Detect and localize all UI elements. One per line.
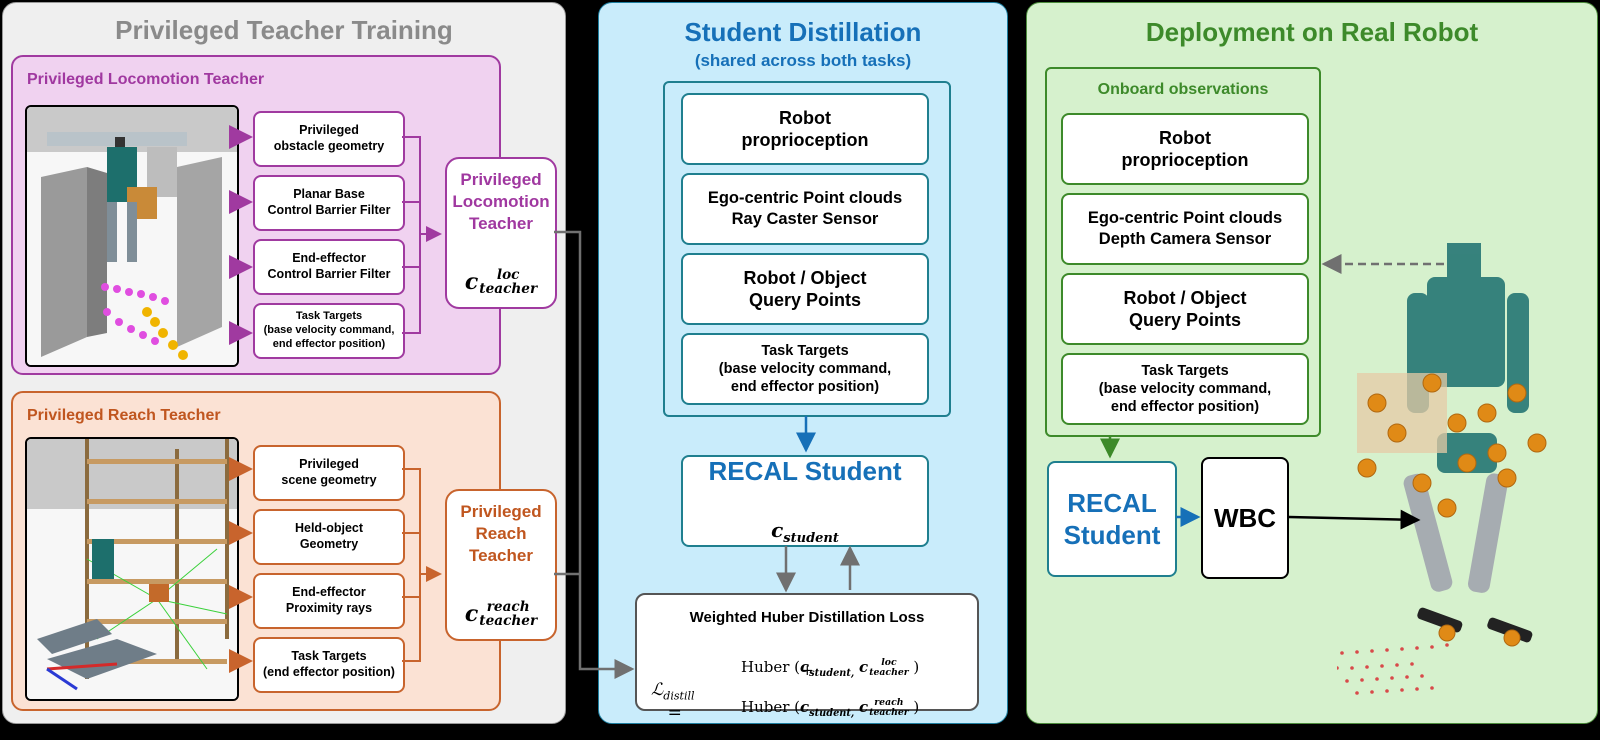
reach-input-scene-geometry: Privileged scene geometry [253, 445, 405, 501]
locomotion-teacher-label: Privileged Locomotion Teacher [452, 170, 550, 234]
recal-student-box: RECAL Student cstudent [681, 455, 929, 547]
onboard-observations-group: Onboard observations [1045, 67, 1321, 437]
locomotion-sim-image [25, 105, 239, 367]
real-robot-illustration [1337, 243, 1547, 695]
deploy-input-point-clouds: Ego-centric Point clouds Depth Camera Se… [1061, 193, 1309, 265]
wbc-box: WBC [1201, 457, 1289, 579]
student-distillation-panel: Student Distillation (shared across both… [598, 2, 1008, 724]
student-input-proprioception: Robot proprioception [681, 93, 929, 165]
teacher-panel-title: Privileged Teacher Training [115, 15, 453, 45]
recal-student-label: RECAL Student [708, 455, 902, 486]
reach-teacher-label: Privileged Reach Teacher [460, 502, 542, 566]
deploy-input-proprioception: Robot proprioception [1061, 113, 1309, 185]
student-panel-subtitle: (shared across both tasks) [694, 51, 912, 70]
reach-input-task-targets: Task Targets (end effector position) [253, 637, 405, 693]
student-symbol: cstudent [771, 518, 839, 547]
distillation-loss-box: Weighted Huber Distillation Loss ℒdistil… [635, 593, 979, 724]
onboard-observations-title: Onboard observations [1097, 81, 1269, 98]
student-input-point-clouds: Ego-centric Point clouds Ray Caster Sens… [681, 173, 929, 245]
reach-section-title: Privileged Reach Teacher [27, 407, 221, 424]
reach-input-held-object-geometry: Held-object Geometry [253, 509, 405, 565]
student-input-task-targets: Task Targets (base velocity command, end… [681, 333, 929, 405]
loco-input-planar-base-cbf: Planar Base Control Barrier Filter [253, 175, 405, 231]
reach-input-proximity-rays: End-effector Proximity rays [253, 573, 405, 629]
deploy-input-query-points: Robot / Object Query Points [1061, 273, 1309, 345]
reach-sim-image [25, 437, 239, 701]
loco-input-obstacle-geometry: Privileged obstacle geometry [253, 111, 405, 167]
loco-input-end-effector-cbf: End-effector Control Barrier Filter [253, 239, 405, 295]
loss-title: Weighted Huber Distillation Loss [689, 609, 925, 626]
locomotion-teacher-section: Privileged Locomotion Teacher [11, 55, 557, 375]
deploy-input-task-targets: Task Targets (base velocity command, end… [1061, 353, 1309, 425]
loss-lhs: ℒ [651, 680, 664, 701]
loco-input-task-targets: Task Targets (base velocity command, end… [253, 303, 405, 359]
student-panel-title: Student Distillation [684, 17, 922, 47]
deploy-recal-student-box: RECAL Student [1047, 461, 1177, 577]
locomotion-section-title: Privileged Locomotion Teacher [27, 71, 265, 88]
reach-teacher-section: Privileged Reach Teacher [11, 391, 557, 711]
loss-plus: + [801, 661, 814, 679]
deploy-panel-title: Deployment on Real Robot [1145, 17, 1479, 47]
student-input-query-points: Robot / Object Query Points [681, 253, 929, 325]
teacher-training-panel: Privileged Teacher Training Privileged L… [2, 2, 566, 724]
deployment-panel: Deployment on Real Robot Onboard observa… [1026, 2, 1598, 724]
